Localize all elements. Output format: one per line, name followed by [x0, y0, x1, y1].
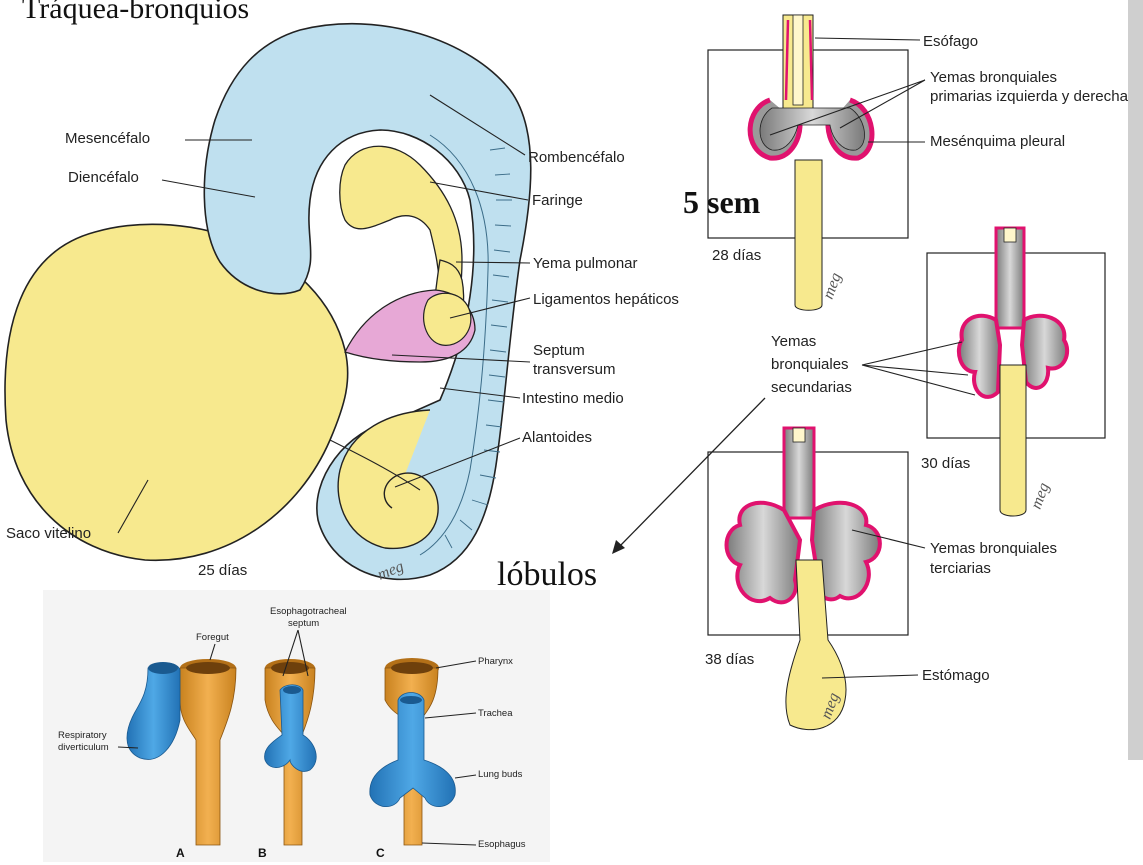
label-diencefalo: Diencéfalo — [68, 169, 139, 186]
label-yemas-terc-2: terciarias — [930, 560, 991, 577]
label-yemas-sec-2: bronquiales — [771, 356, 849, 373]
label-mesencefalo: Mesencéfalo — [65, 130, 150, 147]
label-intestino: Intestino medio — [522, 390, 624, 407]
label-age-28: 28 días — [712, 247, 761, 264]
signature-30: meg — [1028, 481, 1053, 512]
label-panel-a: A — [176, 846, 185, 860]
label-yemas-terc-1: Yemas bronquiales — [930, 540, 1057, 557]
label-septum-2: transversum — [533, 361, 616, 378]
lung-stage-28 — [750, 15, 872, 310]
lung-stage-30 — [959, 228, 1067, 516]
label-faringe: Faringe — [532, 192, 583, 209]
signature-28: meg — [820, 271, 845, 302]
hepatic-bud — [424, 293, 471, 345]
label-pharynx: Pharynx — [478, 656, 513, 667]
label-yemas-primarias-2: primarias izquierda y derecha — [930, 88, 1129, 105]
label-ligamentos: Ligamentos hepáticos — [533, 291, 679, 308]
label-yemas-sec-1: Yemas — [771, 333, 816, 350]
label-rombencefalo: Rombencéfalo — [528, 149, 625, 166]
label-respiratory-1: Respiratory — [58, 730, 107, 741]
label-age-38: 38 días — [705, 651, 754, 668]
label-yemas-primarias-1: Yemas bronquiales — [930, 69, 1057, 86]
label-esophagotracheal-2: septum — [288, 618, 319, 629]
label-foregut: Foregut — [196, 632, 229, 643]
label-esophagus: Esophagus — [478, 839, 526, 850]
label-esofago: Esófago — [923, 33, 978, 50]
label-panel-c: C — [376, 846, 385, 860]
label-saco: Saco vitelino — [6, 525, 91, 542]
label-lung-buds: Lung buds — [478, 769, 523, 780]
label-lobulos: lóbulos — [497, 556, 597, 593]
label-septum-1: Septum — [533, 342, 585, 359]
label-age-30: 30 días — [921, 455, 970, 472]
label-yema-pulmonar: Yema pulmonar — [533, 255, 638, 272]
embryo-illustration — [5, 24, 531, 580]
label-yemas-sec-3: secundarias — [771, 379, 852, 396]
label-age-25: 25 días — [198, 562, 247, 579]
lung-stage-38 — [727, 428, 880, 730]
label-5-sem: 5 sem — [683, 184, 761, 220]
label-respiratory-2: diverticulum — [58, 742, 109, 753]
page-edge — [1128, 0, 1143, 760]
label-mesenquima: Mesénquima pleural — [930, 133, 1065, 150]
label-estomago: Estómago — [922, 667, 990, 684]
label-alantoides: Alantoides — [522, 429, 592, 446]
label-esophagotracheal-1: Esophagotracheal — [270, 606, 347, 617]
label-trachea: Trachea — [478, 708, 513, 719]
page-title: Tráquea-bronquios — [22, 0, 249, 25]
label-panel-b: B — [258, 846, 267, 860]
